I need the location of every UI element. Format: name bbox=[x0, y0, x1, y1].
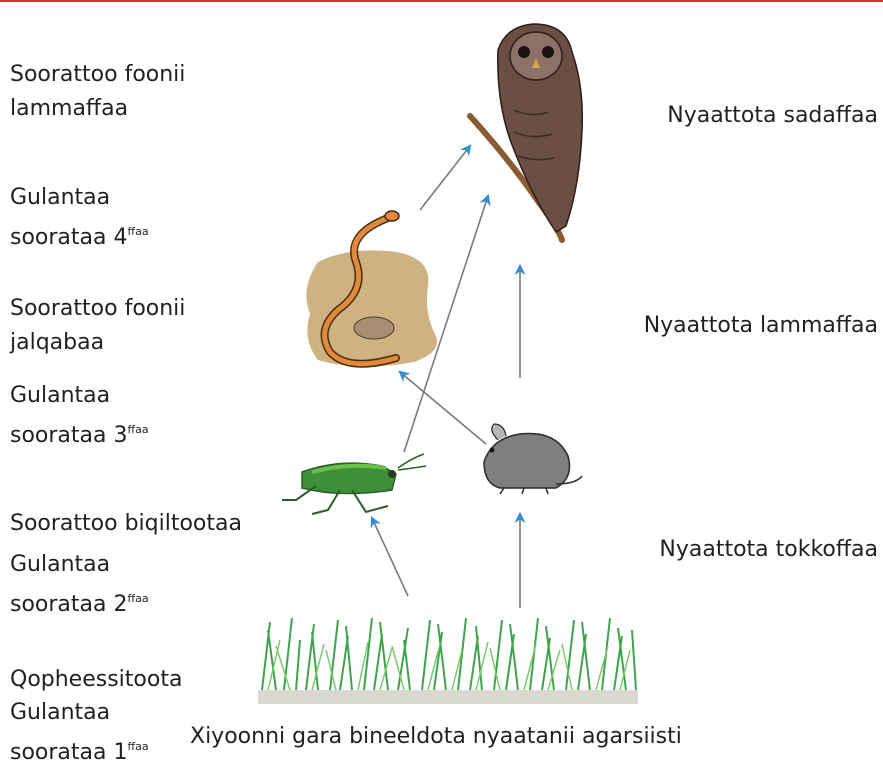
arrow-mouse-to-snake bbox=[400, 372, 486, 444]
grasshopper-icon bbox=[282, 454, 426, 514]
arrow-snake-to-owl bbox=[420, 146, 470, 210]
arrow-grass-to-grasshopper bbox=[372, 518, 408, 596]
snake-icon bbox=[306, 211, 437, 367]
mouse-icon bbox=[484, 424, 582, 494]
owl-icon bbox=[470, 24, 582, 240]
grass-icon bbox=[258, 618, 638, 704]
